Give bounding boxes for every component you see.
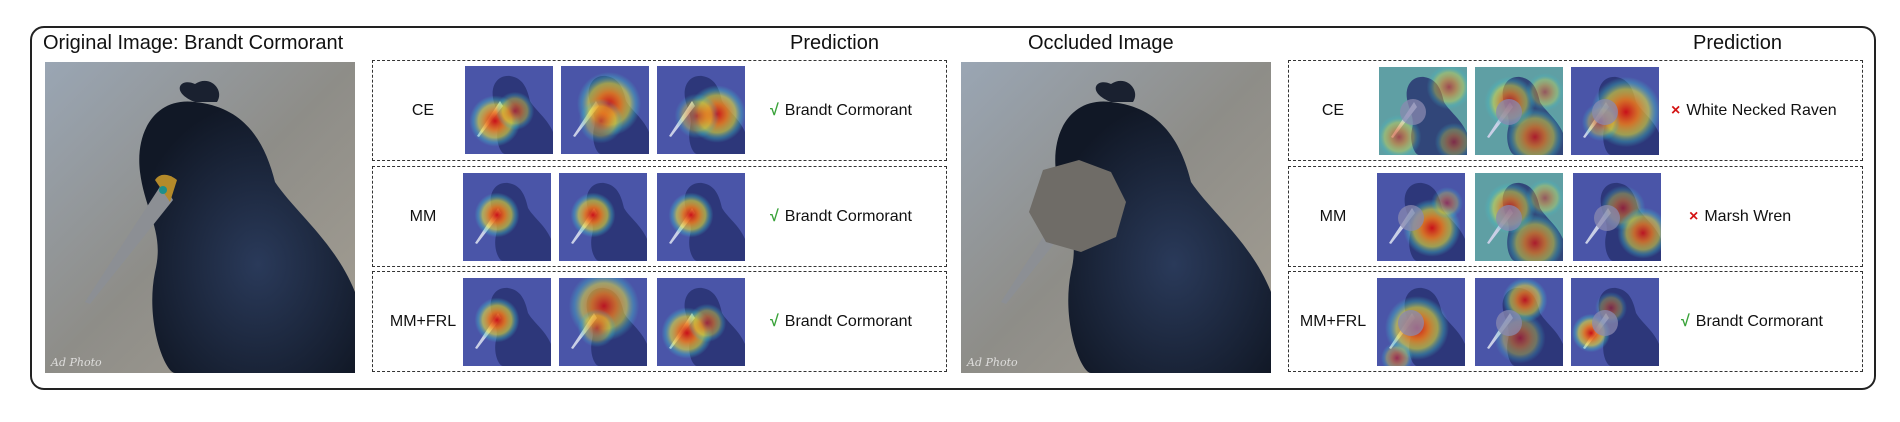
- row-label: CE: [1321, 101, 1345, 119]
- watermark: Ad Photo: [967, 356, 1018, 369]
- row-label: MM+FRL: [1299, 312, 1367, 330]
- heatmap-thumb: [465, 66, 553, 154]
- original-image: Ad Photo: [45, 62, 355, 373]
- occluded-image-title: Occluded Image: [1028, 32, 1174, 54]
- left-row-ce: CE √ Brandt Cormorant: [372, 60, 947, 161]
- prediction-label: × White Necked Raven: [1671, 61, 1837, 160]
- prediction-text: Brandt Cormorant: [784, 312, 912, 330]
- right-row-mm-frl: MM+FRL √ Brandt Cormorant: [1288, 271, 1863, 372]
- heatmap-thumb: [1475, 67, 1563, 155]
- prediction-header-right: Prediction: [1693, 32, 1782, 54]
- row-label: MM: [409, 207, 437, 225]
- left-row-mm-frl: MM+FRL √ Brandt Cormorant: [372, 271, 947, 372]
- heatmap-thumb: [1377, 173, 1465, 261]
- heatmap-thumb: [1377, 278, 1465, 366]
- check-icon: √: [1681, 312, 1690, 330]
- heatmap-thumb: [657, 66, 745, 154]
- prediction-label: √ Brandt Cormorant: [770, 167, 912, 266]
- right-row-mm: MM × Marsh Wren: [1288, 166, 1863, 267]
- prediction-label: √ Brandt Cormorant: [1681, 272, 1823, 371]
- heatmap-thumb: [561, 66, 649, 154]
- heatmap-thumb: [657, 173, 745, 261]
- check-icon: √: [770, 312, 779, 330]
- occluded-image: Ad Photo: [961, 62, 1271, 373]
- prediction-text: Brandt Cormorant: [784, 207, 912, 225]
- watermark: Ad Photo: [51, 356, 102, 369]
- heatmap-thumb: [463, 278, 551, 366]
- row-label: CE: [411, 101, 435, 119]
- prediction-text: Brandt Cormorant: [1695, 312, 1823, 330]
- heatmap-thumb: [463, 173, 551, 261]
- heatmap-thumb: [1571, 67, 1659, 155]
- check-icon: √: [770, 101, 779, 119]
- check-icon: √: [770, 207, 779, 225]
- heatmap-thumb: [1475, 278, 1563, 366]
- prediction-label: × Marsh Wren: [1689, 167, 1791, 266]
- heatmap-thumb: [1573, 173, 1661, 261]
- heatmap-thumb: [1571, 278, 1659, 366]
- prediction-header-left: Prediction: [790, 32, 879, 54]
- heatmap-thumb: [559, 278, 647, 366]
- heatmap-thumb: [559, 173, 647, 261]
- prediction-label: √ Brandt Cormorant: [770, 61, 912, 160]
- prediction-text: Brandt Cormorant: [784, 101, 912, 119]
- cross-icon: ×: [1671, 101, 1681, 119]
- cross-icon: ×: [1689, 207, 1699, 225]
- right-row-ce: CE × White Necked Raven: [1288, 60, 1863, 161]
- figure-frame: [30, 26, 1876, 390]
- heatmap-thumb: [657, 278, 745, 366]
- original-image-title: Original Image: Brandt Cormorant: [43, 32, 344, 54]
- heatmap-thumb: [1475, 173, 1563, 261]
- row-label: MM: [1319, 207, 1347, 225]
- occlusion-patch: [1029, 160, 1126, 252]
- prediction-label: √ Brandt Cormorant: [770, 272, 912, 371]
- left-row-mm: MM √ Brandt Cormorant: [372, 166, 947, 267]
- heatmap-thumb: [1379, 67, 1467, 155]
- row-label: MM+FRL: [389, 312, 457, 330]
- prediction-text: White Necked Raven: [1686, 101, 1837, 119]
- prediction-text: Marsh Wren: [1704, 207, 1792, 225]
